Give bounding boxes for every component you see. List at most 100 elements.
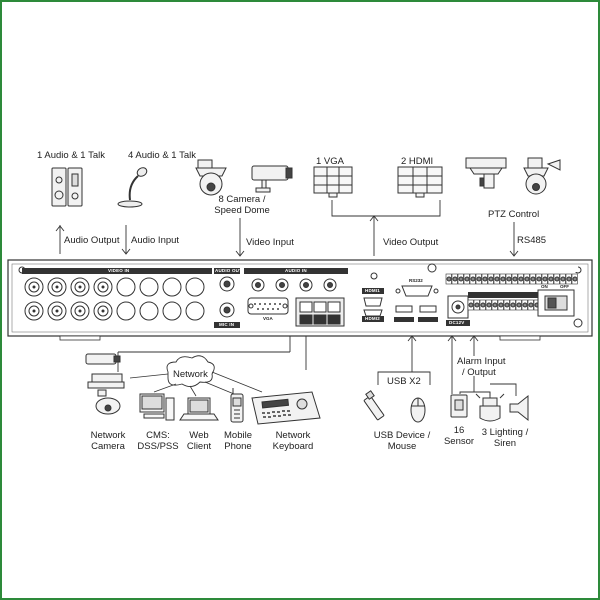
bnc-connector — [185, 301, 205, 321]
ptz-control-label: PTZ Control — [488, 209, 540, 220]
usb-x2-label: USB X2 — [387, 376, 421, 387]
sensor-label-1: 16 — [453, 425, 465, 436]
panel-hdmi1-label: HDMI1 — [365, 288, 381, 293]
bnc-connector — [139, 301, 159, 321]
network-camera-label-1: Network — [90, 430, 126, 441]
terminal-pin — [517, 273, 524, 285]
rs232-port — [395, 263, 439, 297]
power-switch — [537, 289, 575, 317]
bnc-connector — [24, 301, 44, 321]
video-input-label: Video Input — [246, 237, 294, 248]
terminal-pin — [445, 273, 452, 285]
bnc-connector — [116, 277, 136, 297]
web-client-label-2: Client — [186, 441, 212, 452]
mouse-icon — [410, 397, 426, 423]
terminal-pin — [571, 273, 578, 285]
video-output-label: Video Output — [383, 237, 439, 248]
terminal-pin — [547, 273, 554, 285]
dc12v-port — [446, 295, 470, 326]
alarm-label-line2: / Output — [462, 367, 496, 378]
bnc-connector — [47, 301, 67, 321]
usb-device-label-2: Mouse — [387, 441, 417, 452]
terminal-pin — [515, 299, 522, 311]
audio-talk-1-label: 1 Audio & 1 Talk — [37, 150, 105, 161]
lighting-label-2: Siren — [493, 438, 517, 449]
panel-on-label: ON — [541, 284, 548, 289]
terminal-pin — [553, 273, 560, 285]
terminal-pin — [499, 273, 506, 285]
panel-video-in-label: VIDEO IN — [108, 268, 130, 273]
speed-dome-camera-icon — [195, 159, 227, 196]
panel-hdmi2-label: HDMI2 — [365, 316, 381, 321]
sensor-label: 16 Sensor — [444, 425, 474, 447]
bullet-camera-icon — [251, 165, 293, 193]
network-label: Network — [173, 369, 208, 380]
network-camera-icon — [85, 353, 125, 415]
cms-label: CMS: DSS/PSS — [137, 430, 178, 452]
connection-lines-bottom — [117, 335, 517, 398]
terminal-pin — [505, 273, 512, 285]
terminal-pin — [535, 273, 542, 285]
rs485-label: RS485 — [517, 235, 547, 246]
cms-label-1: CMS: — [146, 430, 170, 441]
panel-rs232-label: RS232 — [409, 278, 423, 283]
panel-audio-in-label: AUDIO IN — [285, 268, 307, 273]
alarm-terminal-block — [445, 266, 578, 311]
audio-input-label: Audio Input — [131, 235, 180, 246]
bnc-connector — [139, 277, 159, 297]
hdmi-monitor-icon — [397, 166, 443, 198]
terminal-pin — [497, 299, 504, 311]
usb-device-label: USB Device / Mouse — [374, 430, 431, 452]
network-keyboard-label-2: Keyboard — [272, 441, 314, 452]
audio-out-block — [214, 268, 240, 328]
panel-mic-in-label: MIC IN — [219, 322, 235, 327]
network-cloud-icon — [166, 355, 215, 387]
alarm-label-line1: Alarm Input — [457, 356, 506, 367]
lighting-label: 3 Lighting / Siren — [482, 427, 528, 449]
terminal-pin — [491, 299, 498, 311]
terminal-pin — [503, 299, 510, 311]
terminal-pin — [559, 273, 566, 285]
panel-audio-out-label: AUDIO OUT — [215, 268, 243, 273]
terminal-pin — [541, 273, 548, 285]
terminal-pin — [457, 273, 464, 285]
bnc-connector — [47, 277, 67, 297]
terminal-pin — [487, 273, 494, 285]
lighting-label-1: 3 Lighting / — [481, 427, 529, 438]
terminal-pin — [467, 299, 474, 311]
terminal-pin — [493, 273, 500, 285]
bnc-connector — [162, 301, 182, 321]
terminal-pin — [509, 299, 516, 311]
bnc-connector — [93, 277, 113, 297]
bnc-connector — [70, 277, 90, 297]
terminal-pin — [479, 299, 486, 311]
mobile-phone-label-2: Phone — [224, 441, 252, 452]
terminal-pin — [529, 273, 536, 285]
network-camera-label-2: Camera — [91, 441, 125, 452]
terminal-pin — [565, 273, 572, 285]
bnc-connector — [185, 277, 205, 297]
mobile-phone-label-1: Mobile — [224, 430, 252, 441]
web-client-label-1: Web — [189, 430, 209, 441]
camera-label-line2: Speed Dome — [214, 205, 270, 216]
audio-output-label: Audio Output — [64, 235, 120, 246]
web-client-label: Web Client — [187, 430, 211, 452]
terminal-pin — [485, 299, 492, 311]
video-in-block — [22, 268, 212, 321]
panel-dc12v-label: DC12V — [449, 320, 465, 325]
cms-label-2: DSS/PSS — [137, 441, 179, 452]
terminal-pin — [473, 299, 480, 311]
speaker-icon — [51, 167, 83, 207]
terminal-pin — [521, 299, 528, 311]
terminal-pin — [481, 273, 488, 285]
bnc-connector — [162, 277, 182, 297]
panel-off-label: OFF — [560, 284, 569, 289]
bnc-connector — [70, 301, 90, 321]
terminal-pin — [523, 273, 530, 285]
cms-server-icon — [139, 393, 175, 421]
terminal-pin — [469, 273, 476, 285]
network-keyboard-label: Network Keyboard — [273, 430, 314, 452]
terminal-pin — [511, 273, 518, 285]
